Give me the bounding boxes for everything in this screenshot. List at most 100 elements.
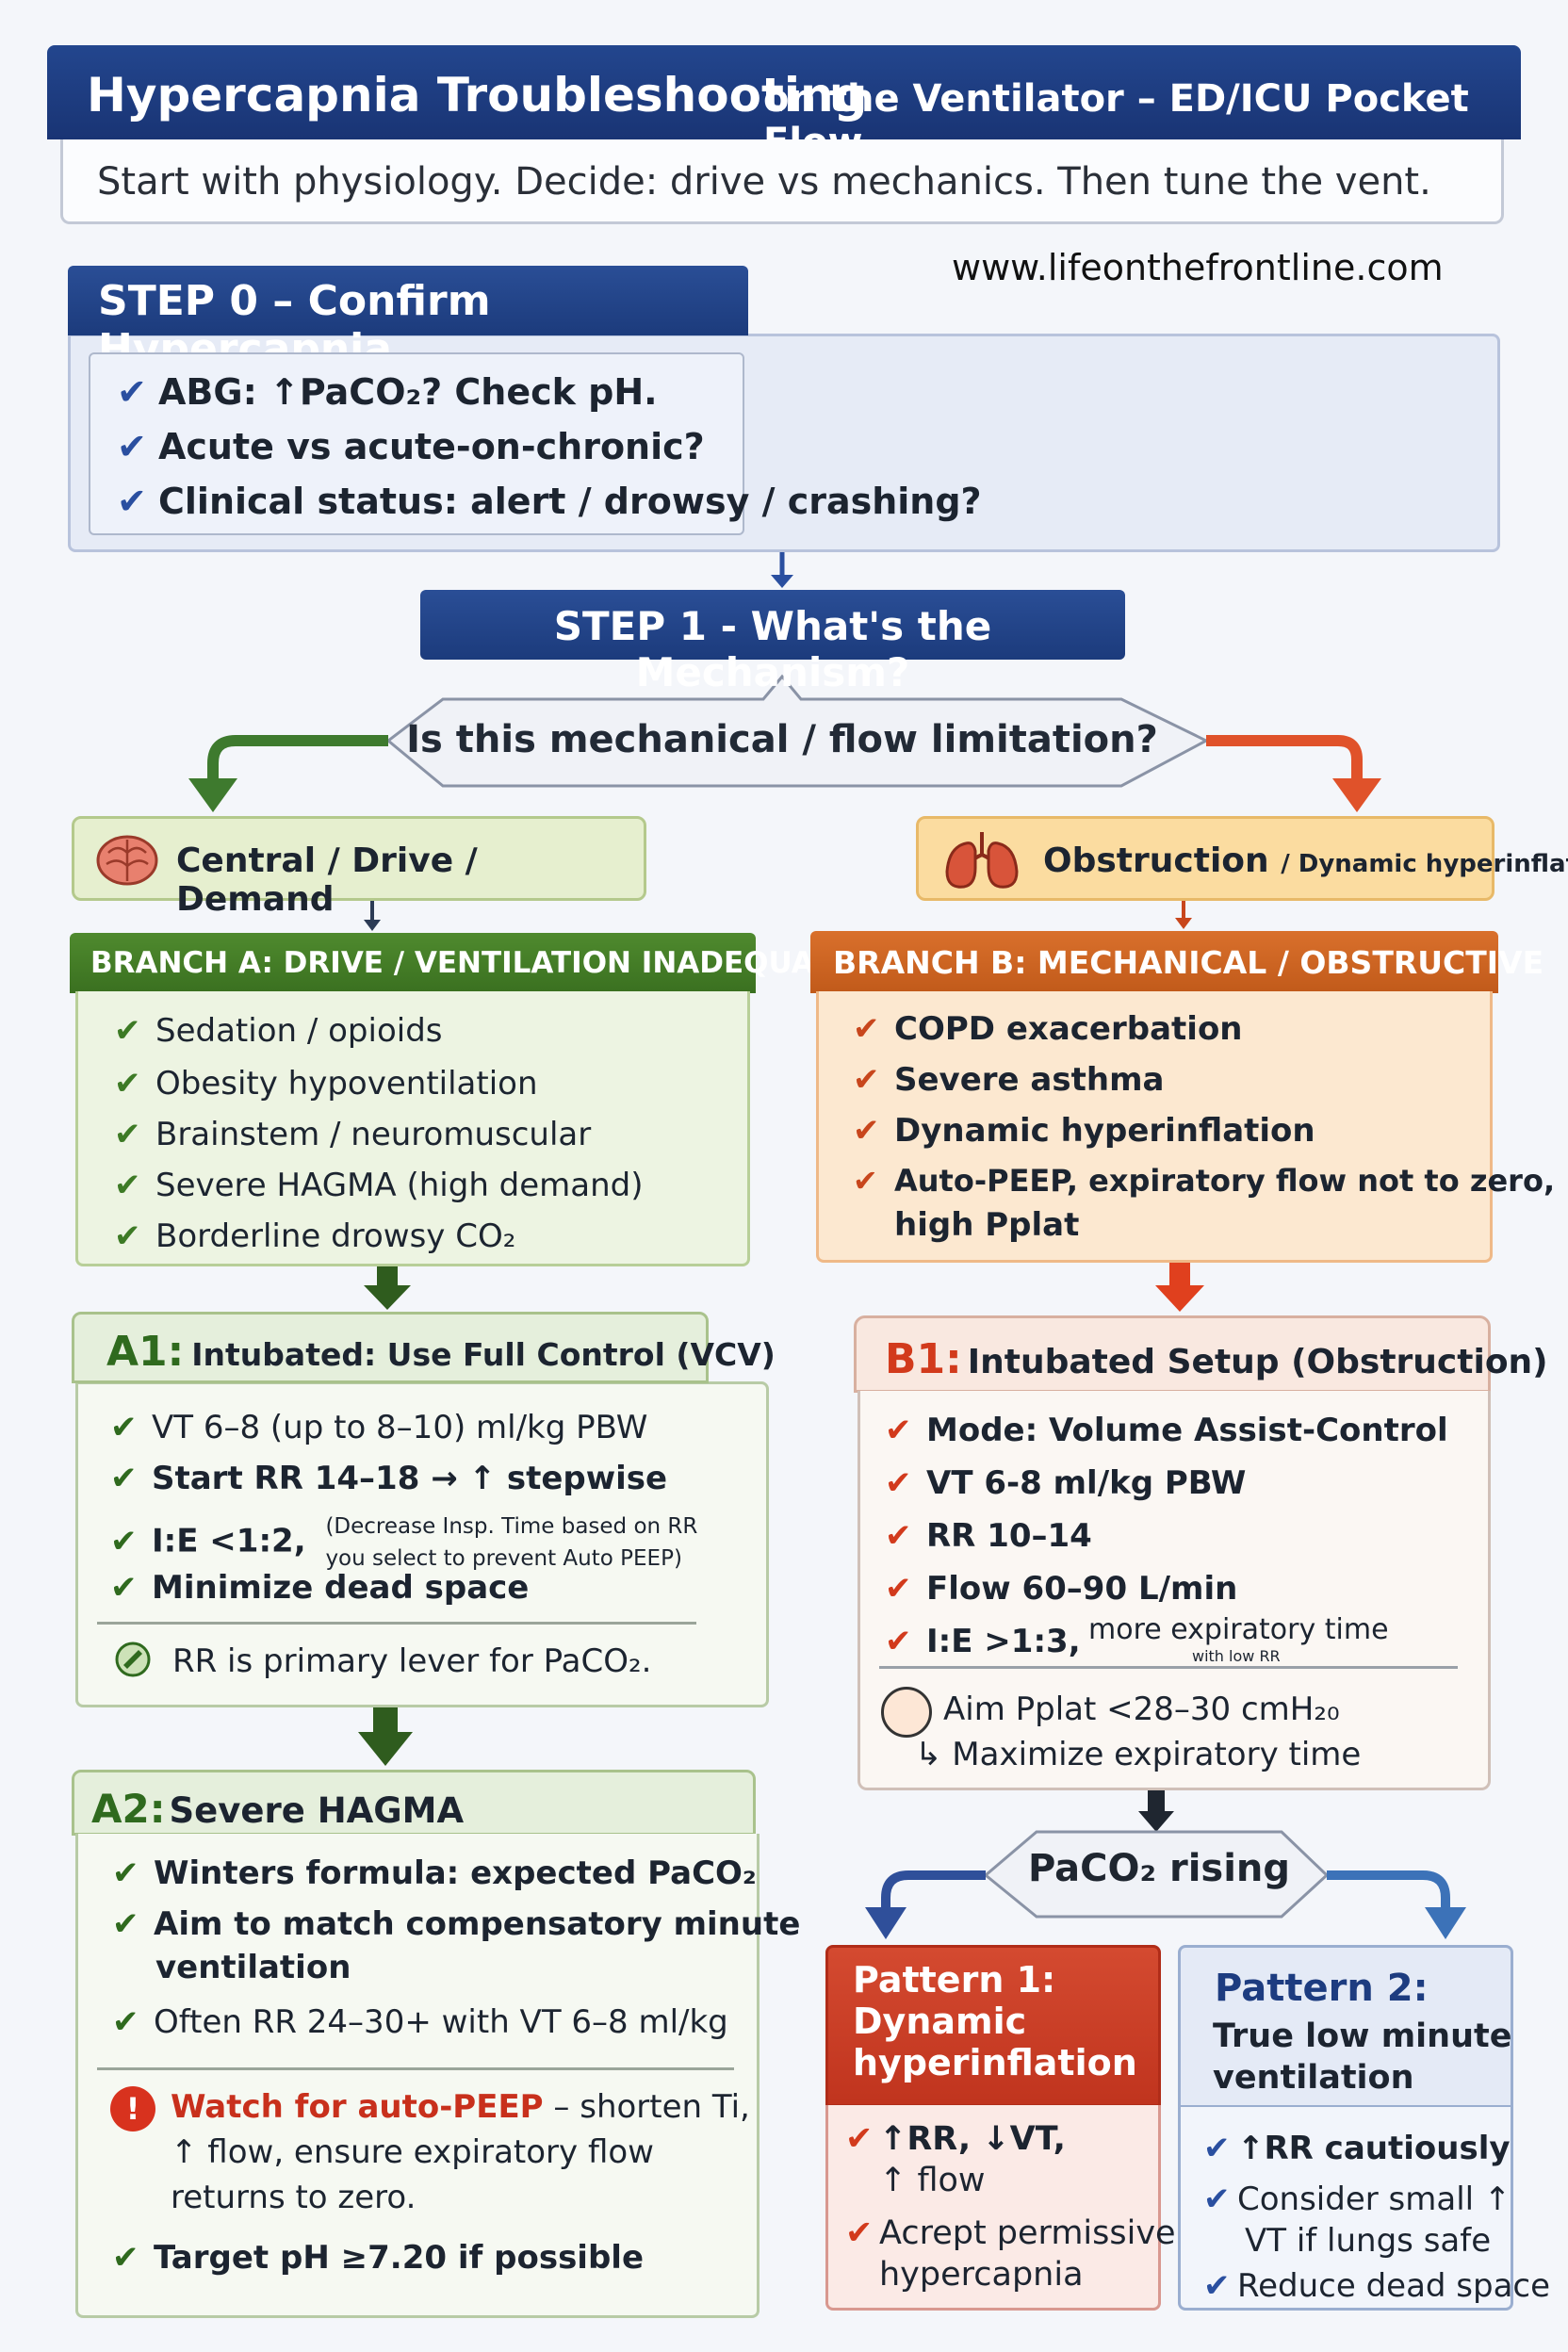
lever-icon (115, 1642, 151, 1677)
check-icon: ✔ (1203, 2130, 1231, 2167)
a1-header: A1:Intubated: Use Full Control (VCV) (72, 1312, 776, 1383)
check-icon: ✔ (112, 2003, 139, 2041)
gauge-icon (881, 1687, 932, 1738)
list-item-continuation: ventilation (155, 1949, 351, 1986)
list-item: ✔Dynamic hyperinflation (853, 1112, 1315, 1150)
question-diamond (385, 674, 1210, 788)
branchA-title: BRANCH A: DRIVE / VENTILATION INADEQUATE (70, 933, 852, 993)
obstruction-sublabel: / Dynamic hyperinflation (1281, 850, 1568, 878)
ie-note: more expiratory time (1088, 1613, 1389, 1646)
paco2-rising-label: PaCO₂ rising (1027, 1847, 1291, 1890)
list-item: ✔Brainstem / neuromuscular (114, 1116, 592, 1153)
pattern2-list: ✔↑RR cautiously ✔Consider small ↑ VT if … (1178, 2105, 1550, 2311)
warning-line: returns to zero. (171, 2179, 416, 2216)
list-item: ✔Minimize dead space (110, 1569, 530, 1607)
check-icon: ✔ (885, 1570, 912, 1608)
a2-header: A2:Severe HAGMA (72, 1770, 756, 1836)
b1-code: B1: (885, 1335, 962, 1383)
arrow-to-pattern1 (881, 1870, 986, 1911)
warning-line: Watch for auto-PEEP – shorten Ti, (171, 2088, 750, 2126)
check-icon: ✔ (117, 426, 147, 467)
check-icon: ✔ (110, 1460, 138, 1497)
list-item: ✔Borderline drowsy CO₂ (114, 1217, 516, 1255)
check-icon: ✔ (110, 1522, 138, 1560)
b1-header: B1:Intubated Setup (Obstruction) (854, 1315, 1548, 1393)
lungs-icon (945, 832, 1019, 889)
check-icon: ✔ (112, 2239, 139, 2277)
list-item-continuation: VT if lungs safe (1245, 2222, 1492, 2260)
step0-title: STEP 0 – Confirm Hypercapnia (68, 266, 748, 373)
list-item-continuation: ↑ flow (879, 2162, 986, 2199)
list-item: ✔I:E >1:3, (885, 1623, 1081, 1660)
check-icon: ✔ (114, 1167, 141, 1204)
check-icon: ✔ (114, 1012, 141, 1050)
arrow-branchB-to-b1 (1169, 1263, 1190, 1287)
b1-maximize: ↳ Maximize expiratory time (915, 1736, 1362, 1773)
list-item: ✔Consider small ↑ (1203, 2180, 1511, 2218)
divider (97, 2067, 734, 2070)
central-drive-box: Central / Drive / Demand (72, 816, 646, 919)
list-item: ✔Acrept permissive (845, 2214, 1176, 2252)
list-item: ✔COPD exacerbation (853, 1010, 1243, 1048)
arrow-to-central (207, 735, 388, 784)
branchB-title: BRANCH B: MECHANICAL / OBSTRUCTIVE (810, 931, 1544, 993)
check-icon: ✔ (114, 1116, 141, 1153)
pattern1-title: Dynamic (853, 2001, 1027, 2042)
list-item: ✔Flow 60–90 L/min (885, 1570, 1238, 1608)
warning-line: ↑ flow, ensure expiratory flow (171, 2133, 654, 2171)
arrow-to-obstruction-head (1332, 778, 1381, 812)
list-item: ✔Winters formula: expected PaCO₂ (112, 1854, 757, 1892)
pattern2-subtitle: ventilation (1213, 2059, 1414, 2097)
header-subtitle: Start with physiology. Decide: drive vs … (60, 139, 1504, 224)
list-item: ✔Severe asthma (853, 1061, 1165, 1099)
check-icon: ✔ (853, 1112, 880, 1150)
list-item: ✔Often RR 24–30+ with VT 6–8 ml/kg (112, 2003, 728, 2041)
list-item: ✔Target pH ≥7.20 if possible (112, 2239, 645, 2277)
pattern2-subtitle: True low minute (1213, 2017, 1512, 2055)
ie-subnote: with low RR (1192, 1647, 1281, 1665)
a1-footer: RR is primary lever for PaCO₂. (172, 1642, 652, 1680)
list-item: ✔Severe HAGMA (high demand) (114, 1167, 644, 1204)
list-item: ✔↑RR cautiously (1203, 2130, 1511, 2167)
list-item: ✔Sedation / opioids (114, 1012, 443, 1050)
a1-code: A1: (106, 1328, 185, 1376)
step0-item: ✔Acute vs acute-on-chronic? (117, 426, 705, 467)
header-banner: Hypercapnia Troubleshooting on the Venti… (47, 45, 1521, 164)
pattern1-list: ✔↑RR, ↓VT, ↑ flow ✔Acrept permissive hyp… (825, 2105, 1176, 2311)
list-item: ✔Aim to match compensatory minute (112, 1905, 801, 1943)
b1-panel: ✔Mode: Volume Assist-Control ✔VT 6-8 ml/… (858, 1391, 1491, 1790)
step1-title: STEP 1 - What's the Mechanism? (420, 590, 1125, 695)
arrow-a1-to-a2 (373, 1707, 398, 1734)
list-item-continuation: high Pplat (894, 1206, 1080, 1244)
website-link[interactable]: www.lifeonthefrontline.com (952, 247, 1444, 288)
central-label: Central / Drive / Demand (176, 841, 478, 919)
b1-title: Intubated Setup (Obstruction) (967, 1343, 1548, 1381)
check-icon: ✔ (117, 481, 147, 522)
list-item-continuation: hypercapnia (879, 2256, 1084, 2294)
check-icon: ✔ (1203, 2267, 1231, 2305)
step0-item: ✔Clinical status: alert / drowsy / crash… (117, 481, 982, 522)
pattern2-title: Pattern 2: (1215, 1967, 1429, 2010)
arrow-branchA-to-a1 (377, 1266, 398, 1287)
check-icon: ✔ (853, 1010, 880, 1048)
check-icon: ✔ (114, 1217, 141, 1255)
check-icon: ✔ (112, 1905, 139, 1943)
branchA-list: ✔Sedation / opioids ✔Obesity hypoventila… (75, 991, 750, 1266)
check-icon: ✔ (112, 1854, 139, 1892)
arrow-b1-to-paco2 (1148, 1790, 1165, 1813)
check-icon: ✔ (110, 1409, 138, 1446)
pattern1-header: Pattern 1: Dynamic hyperinflation (825, 1945, 1161, 2107)
divider (97, 1622, 696, 1625)
list-item: ✔Obesity hypoventilation (114, 1065, 538, 1102)
b1-aim: Aim Pplat <28–30 cmH₂₀ (943, 1690, 1340, 1728)
check-icon: ✔ (853, 1163, 878, 1199)
branchB-list: ✔COPD exacerbation ✔Severe asthma ✔Dynam… (816, 991, 1555, 1263)
list-item: ✔VT 6–8 (up to 8–10) ml/kg PBW (110, 1409, 648, 1446)
check-icon: ✔ (845, 2214, 874, 2252)
alert-icon: ! (110, 2086, 155, 2132)
list-item: ✔VT 6-8 ml/kg PBW (885, 1464, 1247, 1502)
check-icon: ✔ (110, 1569, 138, 1607)
brain-icon (96, 835, 158, 886)
step0-checklist: ✔ABG: ↑PaCO₂? Check pH. ✔Acute vs acute-… (89, 352, 982, 535)
check-icon: ✔ (1203, 2180, 1231, 2218)
